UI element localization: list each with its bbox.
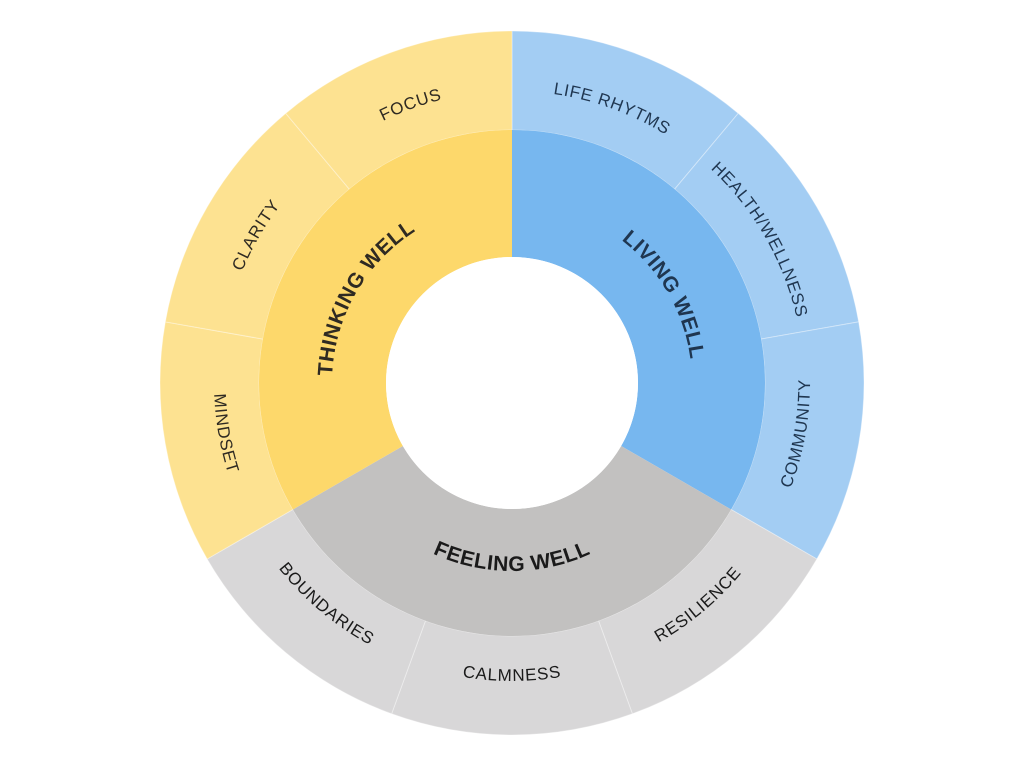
- inner-segment-thinking-well: [258, 130, 512, 510]
- item-label-text: CALMNESS: [462, 662, 562, 685]
- inner-segment-living-well: [512, 130, 765, 510]
- center-hole: [386, 257, 638, 509]
- inner-segment-feeling-well: [292, 446, 732, 636]
- item-label-calmness: CALMNESS: [462, 662, 563, 685]
- inner-ring: [258, 130, 765, 636]
- outer-ring: [159, 30, 865, 736]
